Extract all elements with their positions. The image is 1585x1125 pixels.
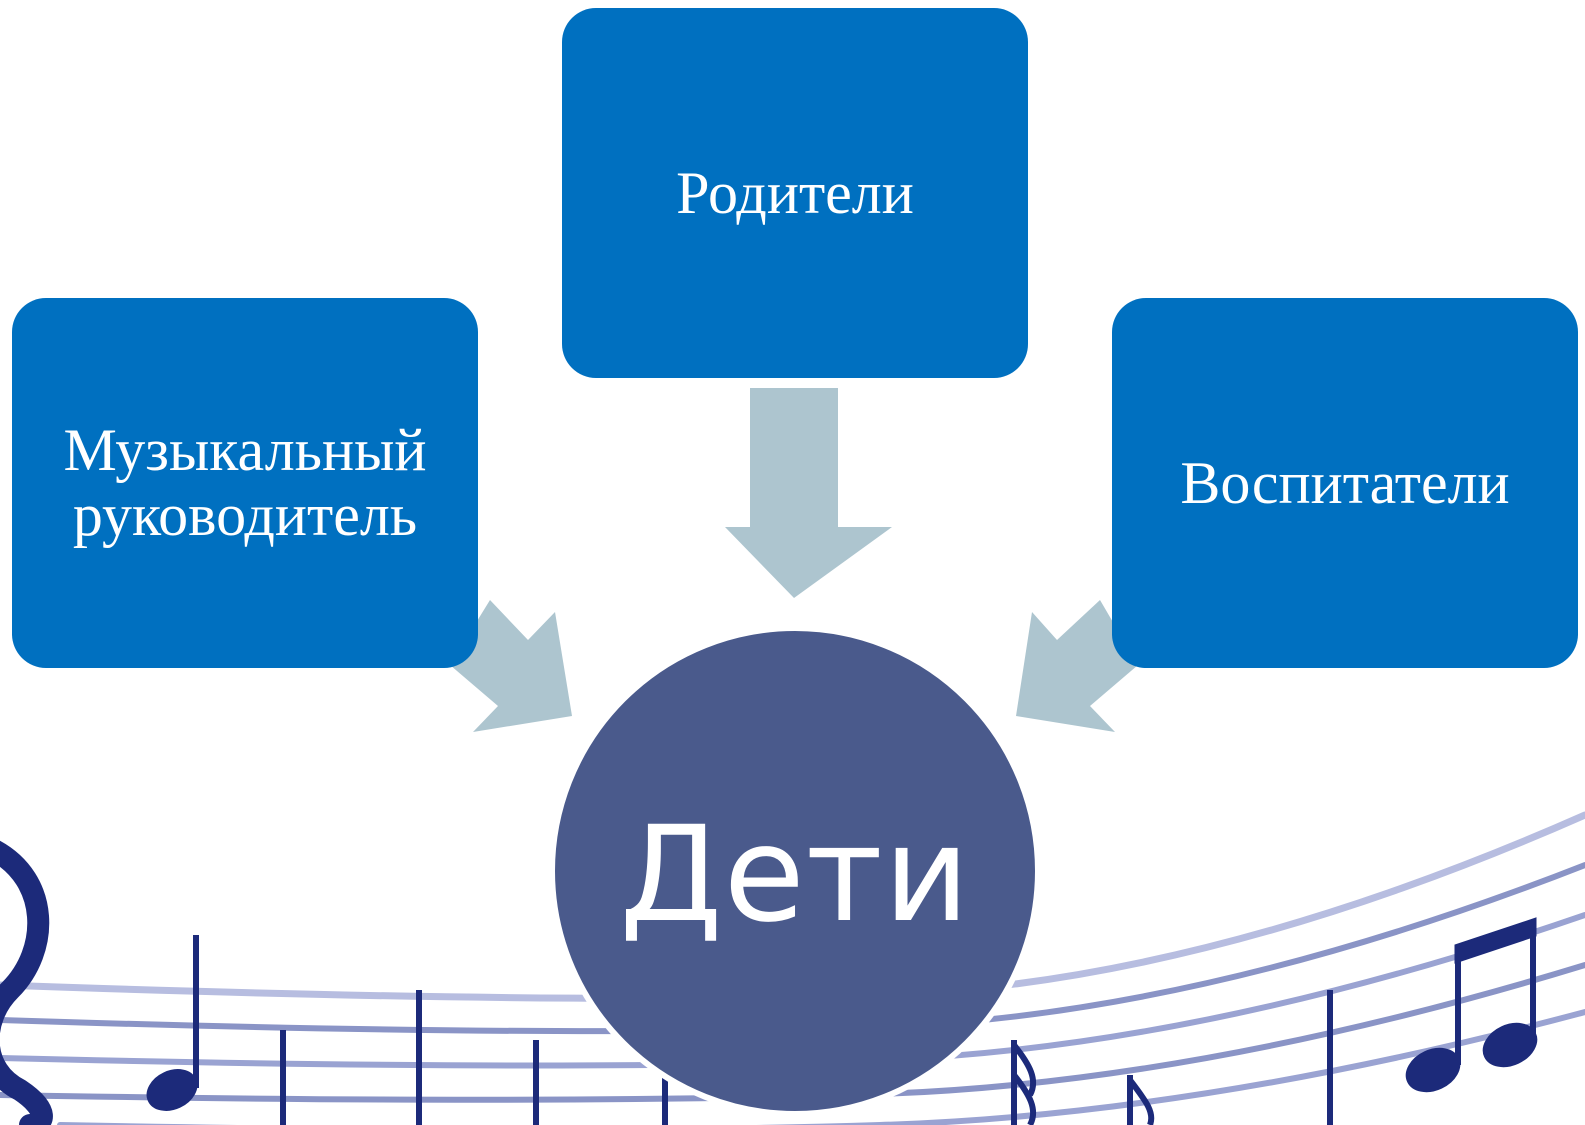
beamed-eighth-notes-icon	[1405, 917, 1538, 1093]
music-director-box: Музыкальный руководитель	[12, 298, 478, 668]
arrow-left-to-center	[450, 600, 572, 732]
sixteenth-rest-icon	[1011, 1040, 1037, 1125]
down-arrow	[725, 388, 892, 598]
eighth-note-icon	[1127, 1075, 1155, 1125]
arrow-right-to-center	[1016, 600, 1138, 732]
educators-label: Воспитатели	[1180, 449, 1510, 516]
parents-label: Родители	[676, 159, 914, 226]
educators-box: Воспитатели	[1112, 298, 1578, 668]
children-label: Дети	[619, 798, 971, 952]
quarter-note-icon	[146, 935, 199, 1111]
music-director-label-line1: Музыкальный	[63, 417, 427, 484]
music-director-label-line2: руководитель	[72, 482, 418, 548]
music-notes	[146, 917, 1538, 1125]
treble-clef-icon	[0, 840, 53, 1125]
children-circle: Дети	[549, 625, 1041, 1117]
arrows	[450, 388, 1138, 732]
parents-box: Родители	[562, 8, 1028, 378]
